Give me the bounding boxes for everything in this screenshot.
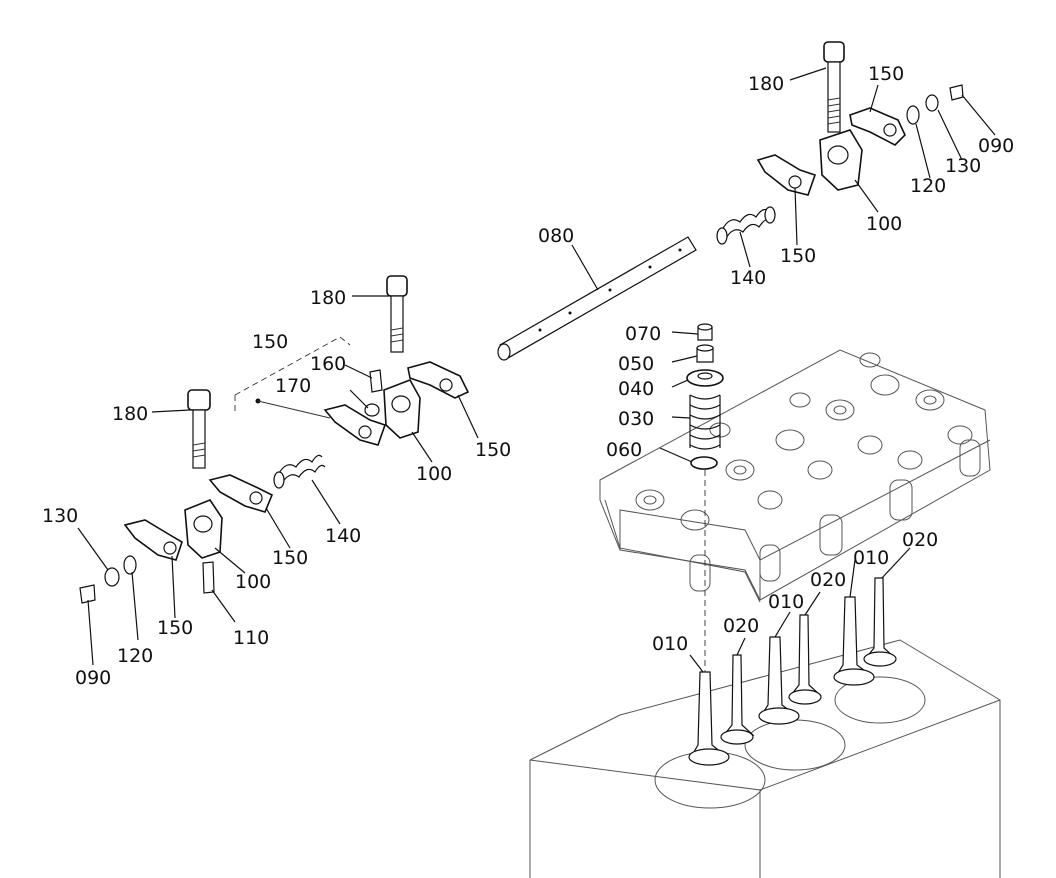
label-150-left2: 150 <box>272 547 308 569</box>
label-100-right: 100 <box>866 213 902 235</box>
center-rocker-assembly <box>234 275 470 446</box>
label-080: 080 <box>538 225 574 247</box>
label-030: 030 <box>618 408 654 430</box>
label-100-mid: 100 <box>416 463 452 485</box>
right-rocker-assembly <box>716 41 964 245</box>
label-180-left: 180 <box>112 403 148 425</box>
label-010-b: 010 <box>768 591 804 613</box>
engine-block <box>529 639 1001 878</box>
label-150-mid: 150 <box>475 439 511 461</box>
label-150-right: 150 <box>780 245 816 267</box>
label-150-top: 150 <box>868 63 904 85</box>
cylinder-head <box>599 349 991 603</box>
label-140-left: 140 <box>325 525 361 547</box>
label-010-a: 010 <box>652 633 688 655</box>
label-120-right: 120 <box>910 175 946 197</box>
label-170: 170 <box>275 375 311 397</box>
label-160: 160 <box>310 353 346 375</box>
valves <box>688 470 897 766</box>
label-150-left: 150 <box>157 617 193 639</box>
label-090-left: 090 <box>75 667 111 689</box>
label-180-top: 180 <box>748 73 784 95</box>
label-010-c: 010 <box>853 547 889 569</box>
label-060: 060 <box>606 439 642 461</box>
label-130-left: 130 <box>42 505 78 527</box>
label-070: 070 <box>625 323 661 345</box>
leader-lines <box>77 67 996 673</box>
label-180-mid: 180 <box>310 287 346 309</box>
label-130-right: 130 <box>945 155 981 177</box>
part-labels: 180 150 090 130 120 100 150 140 080 180 … <box>42 63 1014 689</box>
label-040: 040 <box>618 378 654 400</box>
label-050: 050 <box>618 353 654 375</box>
rocker-shaft <box>497 236 697 361</box>
label-020-c: 020 <box>902 529 938 551</box>
label-100-left: 100 <box>235 571 271 593</box>
label-020-a: 020 <box>723 615 759 637</box>
valve-spring-stack <box>686 323 724 470</box>
label-140-right: 140 <box>730 267 766 289</box>
label-110: 110 <box>233 627 269 649</box>
label-020-b: 020 <box>810 569 846 591</box>
label-120-left: 120 <box>117 645 153 667</box>
label-090-right: 090 <box>978 135 1014 157</box>
label-150-bracket: 150 <box>252 331 288 353</box>
